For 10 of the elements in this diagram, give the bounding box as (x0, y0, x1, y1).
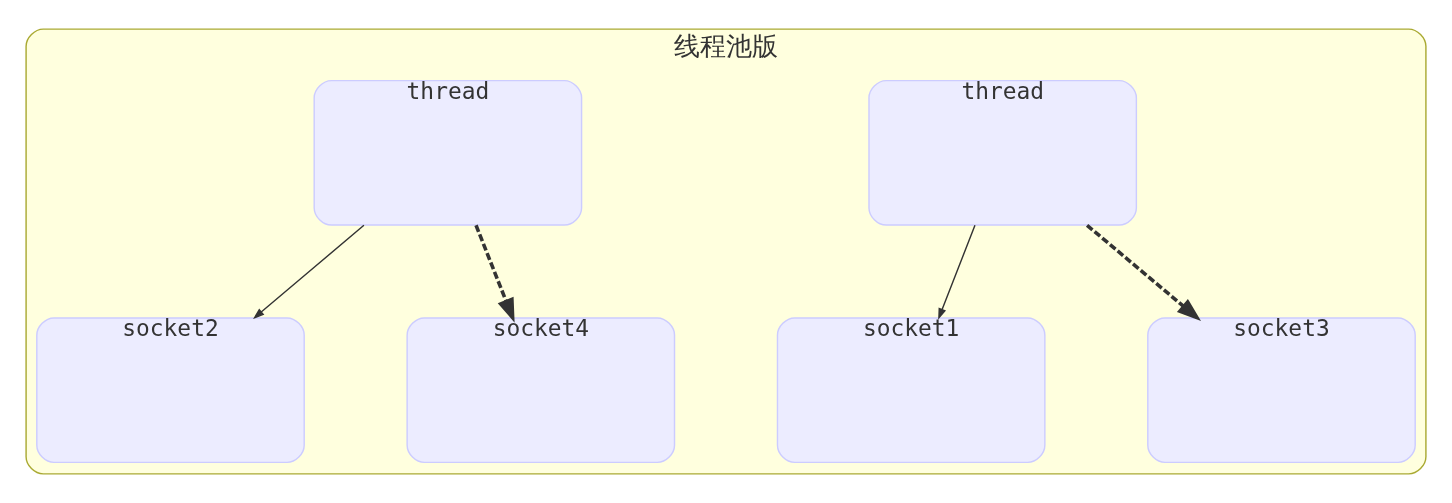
arrow (474, 224, 515, 323)
arrow (1085, 223, 1202, 322)
node-box: socket4 (406, 317, 676, 464)
arrow (938, 224, 976, 320)
arrow (253, 224, 365, 319)
node-box: thread (868, 79, 1138, 226)
node-box: socket1 (776, 317, 1046, 464)
node-box: socket3 (1147, 317, 1416, 464)
node-box: socket2 (36, 317, 305, 464)
node-box: thread (313, 79, 583, 226)
